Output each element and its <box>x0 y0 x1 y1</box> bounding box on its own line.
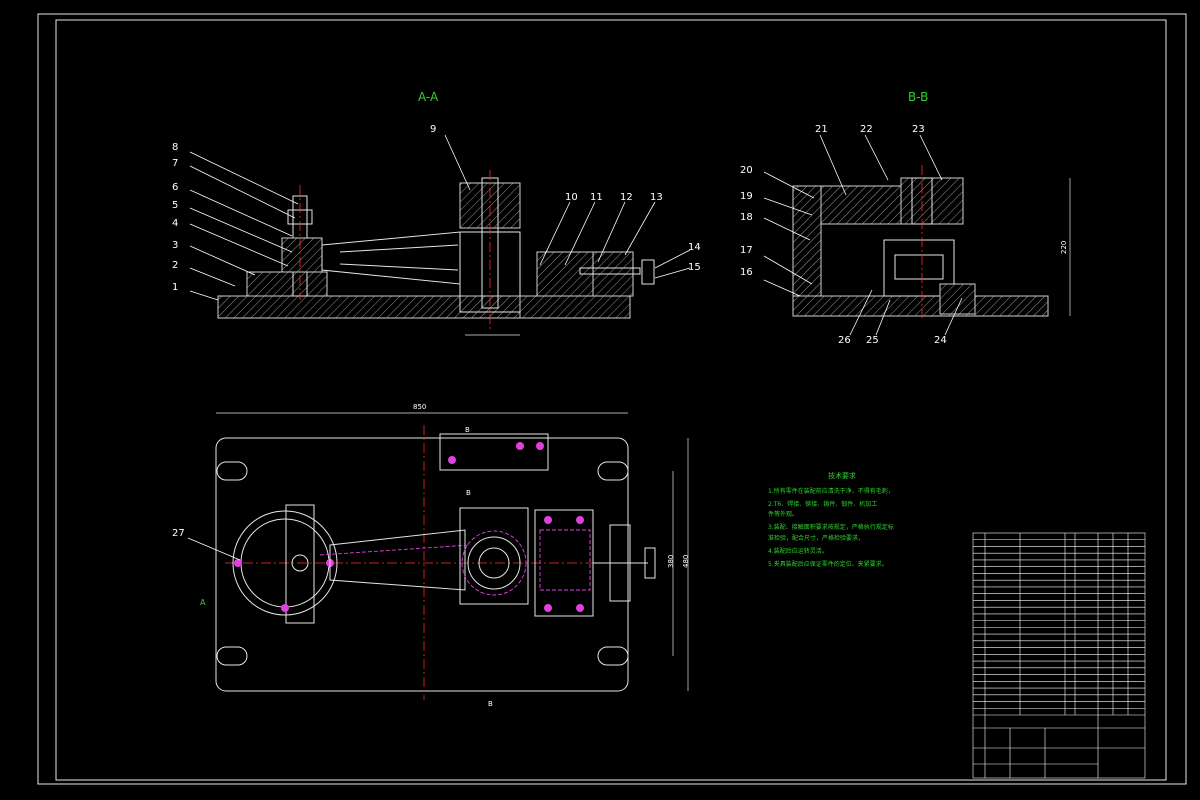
callout-20: 20 <box>740 165 753 176</box>
section-mark-b-mid: B <box>466 489 471 497</box>
plan-dim-850-label: 850 <box>413 403 426 411</box>
disk-center-hole <box>291 554 309 572</box>
tech-req-line-4: 3.装配、接触面积要求按规定，严格执行规定标 <box>768 523 894 531</box>
section-bb-title: B-B <box>908 90 928 104</box>
callout-22: 22 <box>860 124 873 135</box>
callout-1: 1 <box>172 282 178 293</box>
bb-base-plate <box>792 295 1049 317</box>
callout-27: 27 <box>172 528 185 539</box>
callout-11: 11 <box>590 192 603 203</box>
callout-16: 16 <box>740 267 753 278</box>
plan-rod-hidden <box>319 544 471 556</box>
tech-req-title: 技术要求 <box>828 471 856 480</box>
bb-center-block <box>883 239 955 297</box>
round-disk <box>232 510 338 616</box>
section-mark-b-bottom: B <box>488 700 493 708</box>
slot-tl <box>216 461 248 481</box>
parts-list-table <box>972 532 1146 779</box>
tech-requirements: 技术要求 1.所有零件在装配前应清洗干净，不得有毛刺， 2.T6、焊接、铆接、铸… <box>768 471 894 568</box>
aa-callouts: 1 2 3 4 5 6 7 8 9 10 11 12 13 1 <box>172 124 701 301</box>
callout-26: 26 <box>838 335 851 346</box>
disk-clamp-bar <box>285 504 315 624</box>
plan-clamp-inner <box>539 529 591 591</box>
parts-list-border <box>972 532 1146 779</box>
section-mark-b-top: B <box>465 426 470 434</box>
bb-callouts: 16 17 18 19 20 21 22 23 24 25 26 <box>740 124 963 346</box>
callout-17: 17 <box>740 245 753 256</box>
bb-dim-220-label: 220 <box>1060 241 1068 254</box>
top-bracket-hole-1 <box>448 456 456 464</box>
plan-center-hidden <box>461 530 527 596</box>
top-bracket-hole-3 <box>536 442 544 450</box>
callout-7: 7 <box>172 158 178 169</box>
callout-8: 8 <box>172 142 178 153</box>
aa-left-pad <box>246 271 328 297</box>
callout-25: 25 <box>866 335 879 346</box>
slot-br <box>597 646 629 666</box>
aa-screw-rod <box>579 267 641 275</box>
callout-14: 14 <box>688 242 701 253</box>
aa-rod-line-2 <box>339 263 459 271</box>
aa-handle <box>641 259 655 285</box>
callout-4: 4 <box>172 218 178 229</box>
plan-center-bore <box>478 547 510 579</box>
tech-req-line-6: 4.装配后应运转灵活。 <box>768 547 828 555</box>
bb-right-block <box>939 283 976 315</box>
clamp-hole-2 <box>576 516 584 524</box>
plan-dim-380-label: 380 <box>667 555 675 568</box>
section-aa-title: A-A <box>418 90 439 104</box>
bb-left-column <box>792 185 822 297</box>
disk-hole-1 <box>234 559 242 567</box>
plan-view: 850 480 380 <box>172 403 690 708</box>
plan-center-bore-outer <box>467 536 521 590</box>
plan-connecting-rod <box>329 529 466 591</box>
callout-21: 21 <box>815 124 828 135</box>
callout-3: 3 <box>172 240 178 251</box>
callout-5: 5 <box>172 200 178 211</box>
tech-req-line-3: 件等外观。 <box>768 510 798 518</box>
clamp-hole-1 <box>544 516 552 524</box>
aa-rod-line <box>339 244 459 253</box>
aa-bottom-hatch-right <box>519 295 631 319</box>
section-mark-a-left: A <box>200 598 206 607</box>
drawing-frame-outer <box>37 13 1187 785</box>
tech-req-line-2: 2.T6、焊接、铆接、铸件、锻件、机加工 <box>768 500 877 508</box>
callout-19: 19 <box>740 191 753 202</box>
callout-23: 23 <box>912 124 925 135</box>
plan-dim-480-label: 480 <box>682 555 690 568</box>
clamp-hole-4 <box>576 604 584 612</box>
plan-center-block <box>459 507 529 605</box>
callout-24: 24 <box>934 335 947 346</box>
callout-18: 18 <box>740 212 753 223</box>
tech-req-line-1: 1.所有零件在装配前应清洗干净，不得有毛刺， <box>768 487 894 495</box>
aa-connecting-rod <box>321 231 461 285</box>
tech-req-line-5: 准检验，配合尺寸，严格检验要求， <box>768 534 864 542</box>
slot-tr <box>597 461 629 481</box>
slot-bl <box>216 646 248 666</box>
disk-hole-3 <box>281 604 289 612</box>
aa-washer <box>281 237 323 273</box>
section-aa-view: A-A 1 2 3 <box>172 90 701 336</box>
section-bb-view: B-B 220 16 17 18 19 20 21 <box>740 90 1071 346</box>
callout-2: 2 <box>172 260 178 271</box>
plan-base-plate <box>215 437 629 692</box>
plan-top-bracket <box>439 433 549 471</box>
callout-10: 10 <box>565 192 578 203</box>
callout-6: 6 <box>172 182 178 193</box>
bb-top-beam <box>820 185 902 225</box>
callout-12: 12 <box>620 192 633 203</box>
callout-15: 15 <box>688 262 701 273</box>
bb-center-inner <box>894 254 944 280</box>
drawing-frame-inner <box>55 19 1167 781</box>
tech-req-line-7: 5.夹具装配后应保证零件的定位、夹紧要求。 <box>768 560 888 568</box>
callout-9: 9 <box>430 124 436 135</box>
top-bracket-hole-2 <box>516 442 524 450</box>
callout-13: 13 <box>650 192 663 203</box>
clamp-hole-3 <box>544 604 552 612</box>
